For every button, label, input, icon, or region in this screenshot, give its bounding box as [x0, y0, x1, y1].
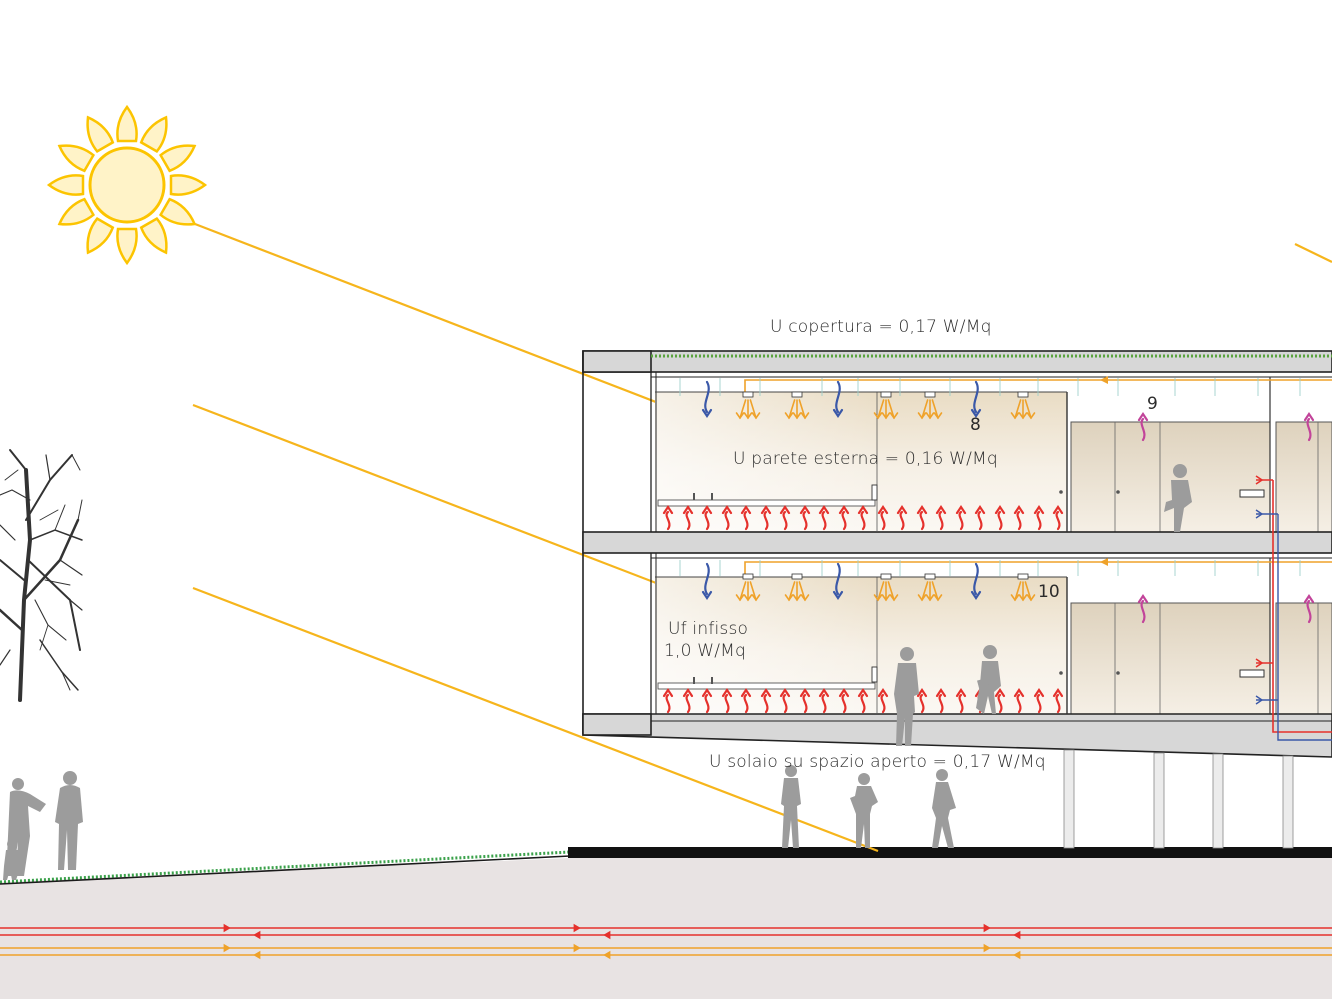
heat-arrow-icon: [682, 505, 694, 531]
sun-ray-icon: [57, 197, 96, 226]
sun-ray-icon: [86, 216, 115, 255]
heat-arrow-icon: [955, 505, 967, 531]
air-diffuser-icon: [873, 573, 899, 602]
cool-arrow-icon: [701, 380, 713, 418]
heat-arrow-icon: [974, 505, 986, 531]
heat-arrow-icon: [838, 688, 850, 714]
people: [3, 464, 1192, 880]
marker-10: 10: [1038, 582, 1060, 602]
sun-ray-icon: [139, 216, 168, 255]
air-diffuser-icon: [917, 391, 943, 420]
ground: [0, 847, 1332, 999]
wall-u-value-label: U parete esterna = 0,16 W/Mq: [733, 449, 998, 469]
person-icon: [55, 771, 83, 870]
person-icon: [3, 839, 20, 880]
heat-arrow-icon: [721, 688, 733, 714]
heat-arrow-icon: [1303, 412, 1315, 442]
marker-9: 9: [1147, 394, 1158, 414]
person-icon: [894, 647, 919, 746]
air-diffuser-icon: [873, 391, 899, 420]
heat-arrow-icon: [955, 688, 967, 714]
sun-ray-icon: [57, 144, 96, 173]
heat-arrow-icon: [877, 688, 889, 714]
roof-u-value-label: U copertura = 0,17 W/Mq: [770, 317, 992, 337]
person-icon: [781, 765, 801, 848]
slab-u-value-label: U solaio su spazio aperto = 0,17 W/Mq: [709, 752, 1046, 772]
cool-arrow-icon: [832, 562, 844, 600]
heat-arrow-icon: [1033, 505, 1045, 531]
heat-arrow-icon: [779, 688, 791, 714]
heat-arrow-icon: [760, 688, 772, 714]
heat-arrow-icon: [877, 505, 889, 531]
window-u-value-label-line2: 1,0 W/Mq: [664, 641, 747, 661]
marker-8: 8: [970, 415, 981, 435]
sun-ray-icon: [116, 227, 138, 266]
hvac-ducts: [744, 376, 1332, 741]
heat-arrow-icon: [701, 505, 713, 531]
cool-arrow-icon: [701, 562, 713, 600]
sun-ray-icon: [169, 174, 208, 196]
building: [582, 350, 1332, 849]
heat-arrow-icon: [1052, 688, 1064, 714]
sun-ray-icon: [158, 144, 197, 173]
air-diffuser-icon: [1010, 391, 1036, 420]
heat-arrow-icon: [1137, 412, 1149, 442]
heat-arrow-icon: [916, 688, 928, 714]
air-diffuser-icon: [1010, 573, 1036, 602]
heat-arrow-icon: [1137, 594, 1149, 624]
heat-arrow-icon: [682, 688, 694, 714]
heat-arrow-icon: [740, 505, 752, 531]
heat-arrow-icon: [994, 688, 1006, 714]
heat-arrow-icon: [760, 505, 772, 531]
heat-arrow-icon: [818, 505, 830, 531]
sun-ray-icon: [86, 115, 115, 154]
sun-ray-icon: [116, 104, 138, 143]
heat-arrow-icon: [916, 505, 928, 531]
sun-icon: [46, 104, 208, 266]
ground-pipes: [0, 923, 1332, 960]
heat-arrow-icon: [1052, 505, 1064, 531]
person-icon: [1164, 464, 1192, 532]
heat-arrow-icon: [662, 688, 674, 714]
heat-arrow-icon: [838, 505, 850, 531]
heat-arrow-icon: [1013, 688, 1025, 714]
window-u-value-label-line1: Uf infisso: [668, 619, 749, 639]
person-icon: [850, 773, 878, 848]
heat-arrow-icon: [857, 688, 869, 714]
sun-ray-icon: [158, 197, 197, 226]
heat-arrow-icon: [935, 688, 947, 714]
tree-icon: [0, 449, 83, 702]
heat-arrow-icon: [721, 505, 733, 531]
air-diffuser-icon: [735, 391, 761, 420]
air-diffuser-icon: [784, 391, 810, 420]
heat-arrow-icon: [935, 505, 947, 531]
heat-arrow-icon: [857, 505, 869, 531]
cool-arrow-icon: [832, 380, 844, 418]
air-diffuser-icon: [735, 573, 761, 602]
person-icon: [932, 769, 956, 848]
heat-arrow-icon: [779, 505, 791, 531]
heat-arrow-icon: [1303, 594, 1315, 624]
air-diffuser-icon: [784, 573, 810, 602]
heat-arrow-icon: [662, 505, 674, 531]
sun-ray-icon: [46, 174, 85, 196]
air-diffuser-icon: [917, 573, 943, 602]
person-icon: [976, 645, 1001, 714]
heat-arrow-icon: [896, 505, 908, 531]
heat-arrow-icon: [1033, 688, 1045, 714]
cool-arrow-icon: [970, 380, 982, 418]
heat-arrow-icon: [740, 688, 752, 714]
person-icon: [6, 778, 46, 876]
door-handles: [693, 490, 1120, 684]
sun-ray-icon: [139, 115, 168, 154]
heat-arrow-icon: [994, 505, 1006, 531]
heat-arrow-icon: [799, 688, 811, 714]
heat-arrow-icon: [1013, 505, 1025, 531]
heat-arrow-icon: [701, 688, 713, 714]
heat-arrow-icon: [799, 505, 811, 531]
cool-arrow-icon: [970, 562, 982, 600]
heat-arrow-icon: [818, 688, 830, 714]
